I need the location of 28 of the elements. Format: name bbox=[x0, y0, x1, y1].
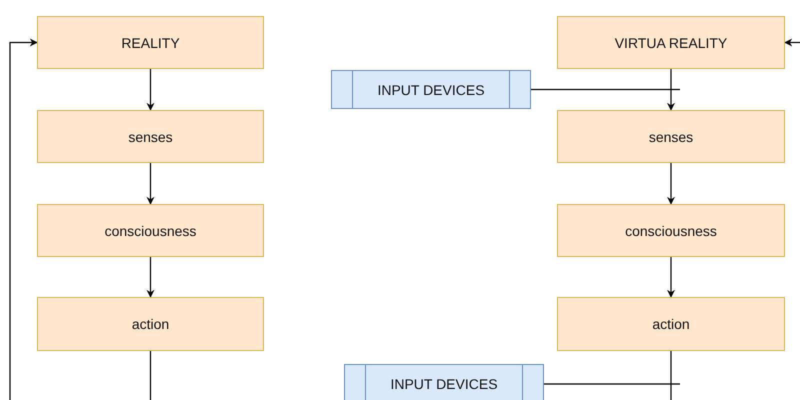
process-box bbox=[557, 204, 785, 257]
connector-arrow bbox=[146, 163, 154, 205]
node-label: INPUT DEVICES bbox=[377, 82, 485, 98]
process-box bbox=[557, 16, 785, 69]
node-label: consciousness bbox=[104, 222, 196, 238]
connector-arrow bbox=[9, 38, 38, 400]
connector-arrow bbox=[667, 257, 675, 298]
node-label: VIRTUA REALITY bbox=[614, 34, 728, 50]
process-box bbox=[37, 110, 264, 163]
process-box bbox=[557, 297, 785, 351]
connector-arrow bbox=[146, 69, 154, 111]
predefined-process-box bbox=[344, 364, 544, 400]
node-label: senses bbox=[648, 128, 694, 144]
process-box bbox=[557, 110, 785, 163]
node-label: REALITY bbox=[121, 34, 180, 50]
node-label: action bbox=[132, 316, 170, 332]
predefined-process-box bbox=[331, 70, 531, 109]
node-label: action bbox=[652, 316, 690, 332]
node-label: consciousness bbox=[625, 222, 717, 238]
node-label: senses bbox=[128, 128, 173, 144]
node-label: INPUT DEVICES bbox=[390, 376, 498, 392]
process-box bbox=[37, 16, 264, 69]
connector-arrow bbox=[667, 163, 675, 205]
connector-arrow bbox=[667, 69, 675, 111]
process-box bbox=[37, 297, 264, 351]
connector-arrow bbox=[784, 38, 800, 46]
connector-arrow bbox=[146, 257, 154, 298]
process-box bbox=[37, 204, 264, 257]
